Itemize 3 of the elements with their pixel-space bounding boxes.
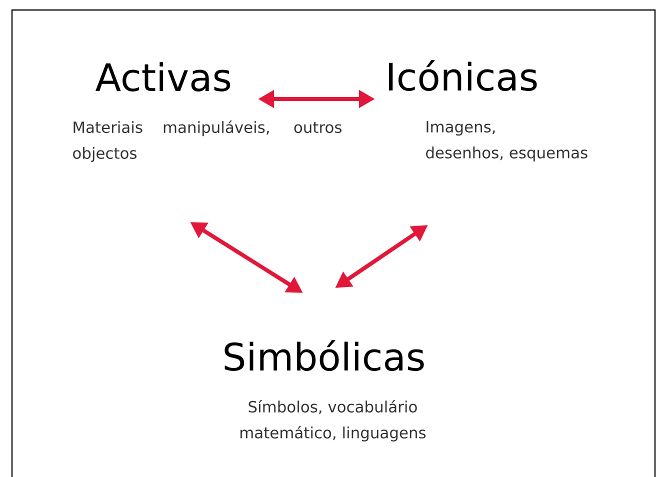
- concept-text: Icónicas Imagens, desenhos, esquemas: [388, 60, 588, 162]
- concept-text: Simbólicas Símbolos, vocabulário matemático, linguagens: [224, 340, 426, 442]
- concept-text: Activas Materiais manipuláveis, outros objectos: [73, 62, 342, 162]
